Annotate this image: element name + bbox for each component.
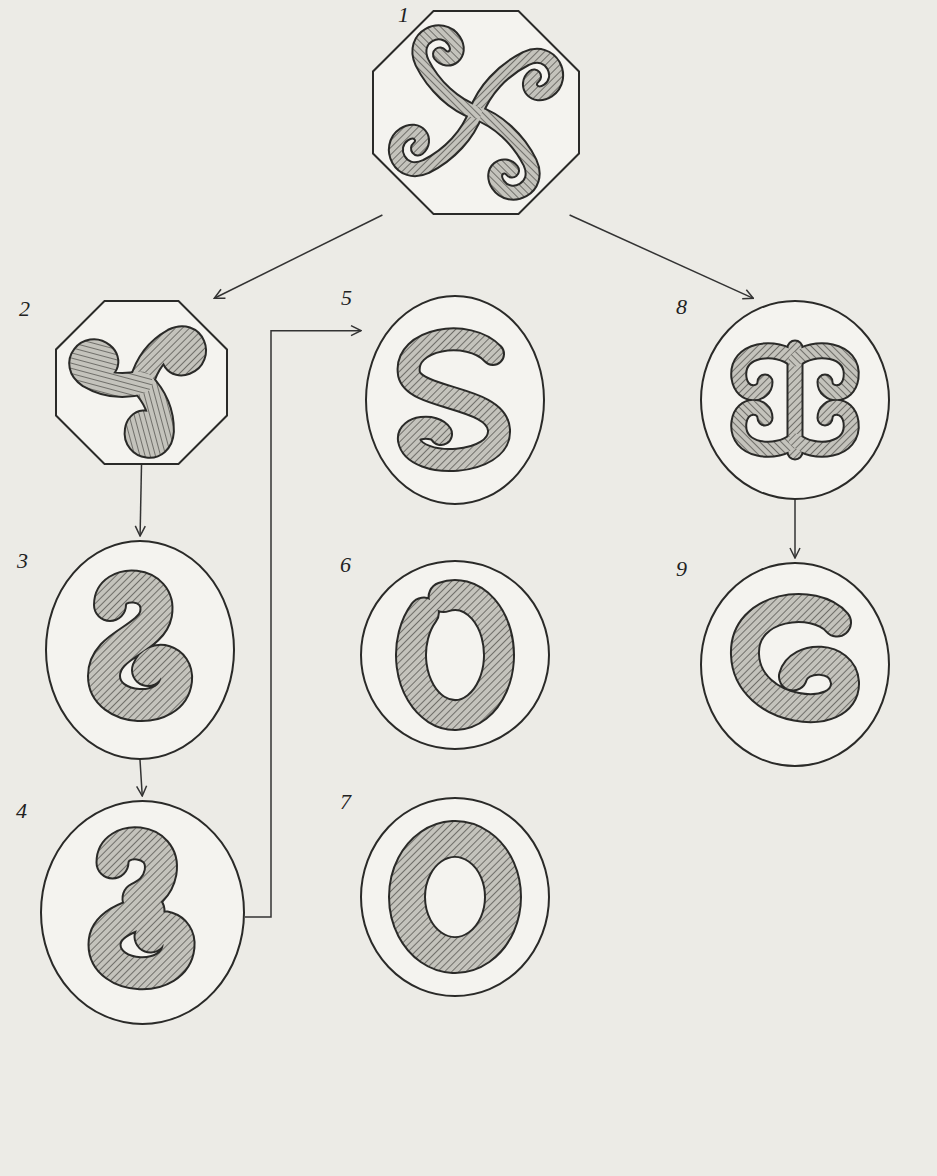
- section-drawing: [55, 300, 228, 465]
- tissue-outline: [104, 586, 176, 705]
- figure-number: 7: [340, 791, 351, 813]
- cross-section: [396, 32, 556, 192]
- tissue-outline: [745, 608, 845, 708]
- tissue-band: [411, 595, 499, 715]
- tissue-band: [795, 407, 851, 449]
- figure-number: 3: [17, 550, 28, 572]
- tissue-outline: [476, 56, 556, 113]
- cross-section: [77, 337, 194, 450]
- tissue-band: [419, 32, 476, 112]
- section-drawing: [360, 797, 550, 997]
- cross-section: [407, 839, 503, 955]
- section-frame: 1: [372, 10, 580, 215]
- cross-section: [745, 608, 845, 708]
- cross-section: [739, 348, 852, 452]
- figure-number: 2: [19, 298, 30, 320]
- section-drawing: [700, 300, 890, 500]
- section-drawing: [360, 560, 550, 750]
- tissue-outline: [77, 337, 142, 405]
- tissue-band: [113, 843, 161, 898]
- tissue-outline: [105, 911, 179, 974]
- tissue-band: [795, 351, 851, 393]
- section-drawing: [45, 540, 235, 760]
- tissue-outline: [795, 407, 851, 449]
- ellipse-outline: [701, 301, 889, 499]
- tissue-outline: [396, 113, 476, 170]
- tissue-outline: [795, 351, 851, 393]
- arrow-connector: [794, 500, 796, 558]
- section-drawing: [700, 562, 890, 767]
- ellipse-outline: [361, 798, 549, 996]
- section-frame: 7: [360, 797, 550, 997]
- tissue-band: [739, 351, 795, 393]
- tissue-outline: [739, 407, 795, 449]
- section-drawing: [365, 295, 545, 505]
- tissue-outline: [411, 595, 499, 715]
- tissue-band: [407, 839, 503, 955]
- tissue-band: [396, 113, 476, 170]
- arrow-connector: [570, 215, 754, 298]
- tissue-band: [77, 337, 142, 405]
- figure-number: 9: [676, 558, 687, 580]
- tissue-outline: [419, 32, 476, 112]
- section-frame: 2: [55, 300, 228, 465]
- cross-section: [105, 843, 179, 973]
- tissue-outline: [476, 113, 533, 193]
- figure-number: 5: [341, 287, 352, 309]
- tissue-outline: [407, 839, 503, 955]
- ellipse-outline: [701, 563, 889, 766]
- section-frame: 9: [700, 562, 890, 767]
- tissue-band: [104, 586, 176, 705]
- section-drawing: [40, 800, 245, 1025]
- tissue-band: [476, 113, 533, 193]
- tissue-outline: [113, 843, 161, 898]
- tissue-outline: [739, 351, 795, 393]
- tissue-band: [745, 608, 845, 708]
- section-frame: 3: [45, 540, 235, 760]
- figure-number: 6: [340, 554, 351, 576]
- ellipse-outline: [361, 561, 549, 749]
- octagon-outline: [56, 301, 227, 464]
- section-frame: 8: [700, 300, 890, 500]
- section-frame: 5: [365, 295, 545, 505]
- section-frame: 6: [360, 560, 550, 750]
- arrow-connector: [140, 465, 141, 536]
- arrow-connector: [140, 760, 142, 796]
- ellipse-outline: [46, 541, 234, 759]
- tissue-band: [739, 407, 795, 449]
- figure-number: 4: [16, 800, 27, 822]
- section-frame: 4: [40, 800, 245, 1025]
- figure-number: 1: [398, 4, 409, 26]
- ellipse-outline: [41, 801, 244, 1024]
- arrow-connector: [214, 215, 382, 298]
- arrow-connector: [245, 331, 361, 917]
- section-drawing: [372, 10, 580, 215]
- tissue-outline: [409, 339, 499, 460]
- tissue-band: [105, 911, 179, 974]
- tissue-band: [409, 339, 499, 460]
- figure-number: 8: [676, 296, 687, 318]
- cross-section: [411, 595, 499, 715]
- octagon-outline: [373, 11, 579, 214]
- ellipse-outline: [366, 296, 544, 504]
- tissue-band: [476, 56, 556, 113]
- cross-section: [409, 339, 499, 460]
- cross-section: [104, 586, 176, 705]
